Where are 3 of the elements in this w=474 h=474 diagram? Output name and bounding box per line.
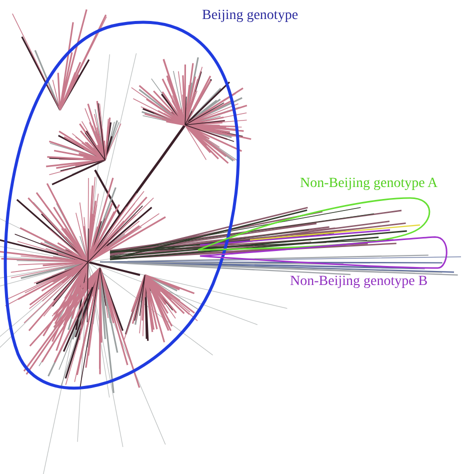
- cluster-label: Beijing genotype: [202, 8, 298, 24]
- cluster-label: Non-Beijing genotype B: [290, 274, 428, 290]
- cluster-label: Non-Beijing genotype A: [300, 176, 438, 192]
